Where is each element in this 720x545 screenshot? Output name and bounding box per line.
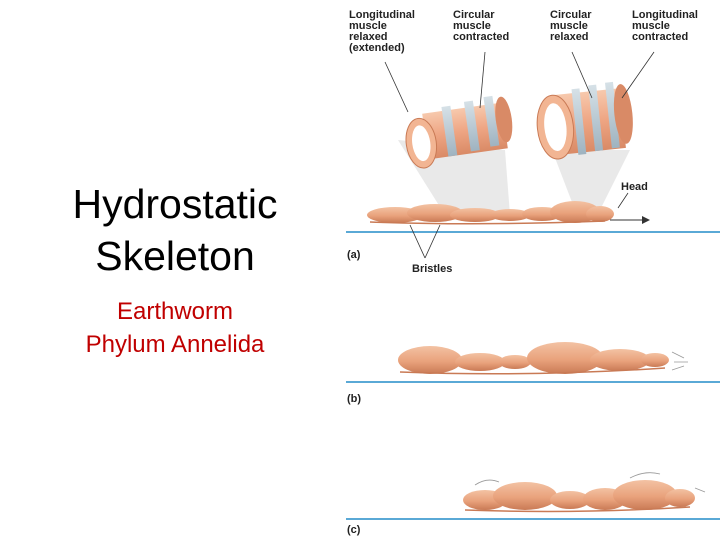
leader-circ-contracted bbox=[479, 51, 486, 109]
head-arrowhead bbox=[642, 216, 650, 224]
motion-lines-b bbox=[671, 351, 688, 371]
worm-b bbox=[398, 342, 669, 375]
callout-cone-right bbox=[552, 150, 630, 210]
subtitle-line-1: Earthworm bbox=[116, 298, 234, 325]
label-bristles: Bristles bbox=[412, 263, 453, 275]
earthworm-locomotion-figure: Longitudinal muscle relaxed (extended) C… bbox=[330, 0, 720, 540]
panel-label-b: (b) bbox=[347, 393, 362, 405]
muscle-tube-contracted bbox=[536, 81, 633, 160]
figure-drawing bbox=[346, 51, 720, 520]
motion-lines-c bbox=[474, 472, 706, 493]
title-line-1: Hydrostatic bbox=[72, 181, 278, 227]
muscle-tube-elongated bbox=[405, 95, 513, 169]
leader-bristles-2 bbox=[409, 224, 426, 259]
label-head: Head bbox=[621, 181, 648, 193]
label-circular-relaxed: Circular muscle relaxed bbox=[550, 9, 592, 43]
leader-head bbox=[617, 192, 629, 209]
leader-circ-relaxed bbox=[571, 51, 593, 99]
label-longitudinal-contracted: Longitudinal muscle contracted bbox=[632, 9, 698, 43]
leader-bristles-1 bbox=[424, 224, 441, 259]
slide-subtitle: Earthworm Phylum Annelida bbox=[40, 295, 310, 361]
leader-long-contracted bbox=[621, 51, 655, 99]
label-longitudinal-relaxed: Longitudinal muscle relaxed (extended) bbox=[349, 9, 415, 54]
worm-c bbox=[463, 480, 695, 513]
panel-label-a: (a) bbox=[347, 249, 361, 261]
title-line-2: Skeleton bbox=[95, 233, 255, 279]
label-circular-contracted: Circular muscle contracted bbox=[453, 9, 510, 43]
worm-a bbox=[367, 201, 614, 225]
subtitle-line-2: Phylum Annelida bbox=[85, 331, 265, 358]
slide-title: Hydrostatic Skeleton bbox=[40, 178, 310, 282]
panel-label-c: (c) bbox=[347, 524, 361, 536]
leader-long-relaxed bbox=[384, 61, 409, 113]
